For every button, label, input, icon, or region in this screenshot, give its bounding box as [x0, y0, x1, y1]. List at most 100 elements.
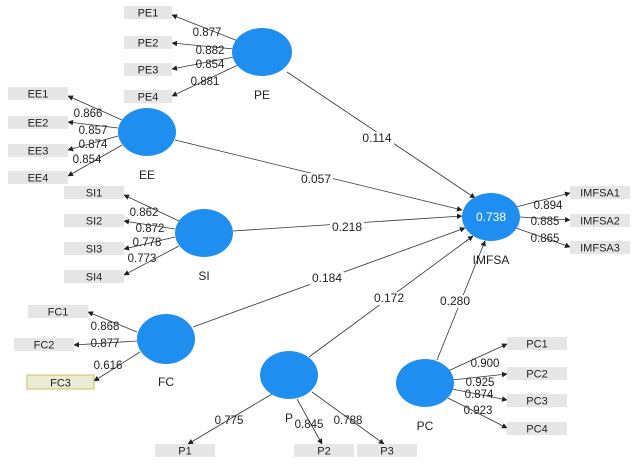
path-coefficient-bg [360, 132, 394, 145]
loading-arrow-pc4[interactable] [447, 397, 508, 429]
loading-arrow-pc1[interactable] [447, 343, 508, 372]
indicator-label-p2: P2 [317, 446, 330, 458]
loading-value-pe2: 0.882 [196, 45, 225, 57]
indicator-box-fc2[interactable] [14, 338, 74, 351]
indicator-box-ee1[interactable] [8, 87, 68, 100]
indicator-label-pe1: PE1 [138, 8, 159, 20]
loading-value-pc3: 0.874 [465, 389, 494, 401]
path-coefficient-bg [310, 272, 344, 285]
loading-arrow-pe2[interactable] [171, 40, 235, 50]
loading-arrow-fc2[interactable] [73, 340, 138, 348]
loading-arrow-ee1[interactable] [67, 95, 123, 121]
loading-value-p2: 0.845 [295, 419, 324, 431]
loading-arrow-ee3[interactable] [67, 135, 119, 152]
loading-value-ee2: 0.857 [79, 125, 108, 137]
indicator-box-pc1[interactable] [507, 337, 567, 350]
loading-arrow-p2[interactable] [296, 398, 323, 445]
indicator-box-p3[interactable] [357, 444, 417, 457]
indicator-label-pc4: PC4 [526, 424, 547, 436]
indicator-label-fc3: FC3 [50, 378, 71, 390]
indicator-box-ee4[interactable] [8, 171, 68, 184]
construct-node-imfsa[interactable] [462, 193, 520, 241]
loading-value-pe4: 0.881 [191, 76, 220, 88]
indicator-label-ee4: EE4 [28, 173, 49, 185]
path-coefficient-pc-to-imfsa: 0.280 [440, 294, 470, 308]
loading-arrow-pe4[interactable] [171, 64, 239, 97]
indicator-box-p2[interactable] [294, 444, 354, 457]
indicator-label-imfsa1: IMFSA1 [580, 188, 620, 200]
indicator-label-fc2: FC2 [34, 340, 55, 352]
loading-value-pe1: 0.877 [193, 27, 222, 39]
path-coefficient-bg [372, 292, 406, 305]
indicator-box-pe4[interactable] [124, 90, 172, 103]
indicator-box-si4[interactable] [64, 270, 124, 283]
construct-node-pe[interactable] [232, 28, 292, 76]
indicator-box-si3[interactable] [64, 242, 124, 255]
loading-arrow-si2[interactable] [123, 219, 176, 230]
indicator-box-fc3[interactable] [26, 374, 95, 390]
loading-arrow-imfsa2[interactable] [519, 216, 571, 223]
loading-arrow-imfsa1[interactable] [515, 191, 571, 208]
indicator-box-pe1[interactable] [124, 6, 172, 19]
path-coefficient-pe-to-imfsa: 0.114 [362, 131, 391, 145]
indicator-box-pc2[interactable] [507, 367, 567, 380]
loading-arrow-fc1[interactable] [87, 311, 138, 333]
loading-arrow-pe3[interactable] [171, 56, 235, 71]
indicator-label-pc1: PC1 [526, 339, 547, 351]
loading-value-imfsa3: 0.865 [531, 233, 560, 245]
loading-arrow-ee4[interactable] [67, 144, 123, 177]
loading-value-pc1: 0.900 [471, 358, 500, 370]
indicator-box-pc4[interactable] [507, 422, 567, 435]
indicator-label-pe4: PE4 [138, 92, 159, 104]
construct-label-p: P [285, 411, 293, 425]
indicator-box-imfsa1[interactable] [570, 186, 630, 199]
indicator-box-pc3[interactable] [507, 394, 567, 407]
indicator-label-pe3: PE3 [138, 65, 159, 77]
construct-node-fc[interactable] [137, 314, 195, 364]
indicator-label-pc2: PC2 [526, 369, 547, 381]
indicator-box-ee2[interactable] [8, 116, 68, 129]
indicator-box-si2[interactable] [64, 214, 124, 227]
indicator-label-ee2: EE2 [28, 118, 49, 130]
construct-node-si[interactable] [175, 209, 233, 257]
loading-value-imfsa1: 0.894 [534, 200, 563, 212]
construct-label-ee: EE [139, 168, 155, 182]
path-coefficient-si-to-imfsa: 0.218 [332, 220, 362, 234]
indicator-box-pe2[interactable] [124, 36, 172, 49]
indicator-label-si1: SI1 [86, 188, 103, 200]
loading-arrow-si3[interactable] [123, 236, 176, 251]
indicator-box-pe3[interactable] [124, 63, 172, 76]
loading-value-ee1: 0.866 [74, 108, 103, 120]
loading-arrow-fc3[interactable] [93, 351, 141, 382]
construct-node-ee[interactable] [118, 108, 176, 156]
path-coefficient-ee-to-imfsa: 0.057 [301, 172, 331, 186]
loading-value-pe3: 0.854 [196, 59, 225, 71]
indicator-box-imfsa3[interactable] [570, 241, 630, 254]
indicator-box-p1[interactable] [155, 444, 215, 457]
loading-arrow-si4[interactable] [123, 245, 180, 276]
loading-arrow-p3[interactable] [311, 391, 385, 445]
construct-node-pc[interactable] [396, 359, 454, 407]
loading-arrow-p1[interactable] [187, 393, 273, 445]
loading-arrow-pc3[interactable] [451, 388, 508, 402]
loading-arrow-pe1[interactable] [171, 14, 239, 42]
loading-arrow-si1[interactable] [123, 194, 180, 222]
construct-node-p[interactable] [260, 351, 318, 399]
indicator-box-imfsa2[interactable] [570, 214, 630, 227]
loading-arrow-imfsa3[interactable] [515, 227, 571, 248]
loading-arrow-pc2[interactable] [451, 371, 508, 381]
loading-value-p1: 0.775 [215, 415, 244, 427]
indicator-box-ee3[interactable] [8, 144, 68, 157]
loading-arrow-ee2[interactable] [67, 119, 119, 129]
loading-value-si4: 0.773 [128, 253, 157, 265]
indicator-box-fc1[interactable] [28, 305, 88, 318]
loading-value-pc2: 0.925 [466, 377, 495, 389]
indicator-label-si3: SI3 [86, 244, 103, 256]
indicator-box-si1[interactable] [64, 186, 124, 199]
indicator-label-si2: SI2 [86, 216, 103, 228]
loading-value-imfsa2: 0.885 [531, 216, 560, 228]
path-coefficient-bg [299, 173, 333, 186]
construct-label-pe: PE [254, 88, 270, 102]
